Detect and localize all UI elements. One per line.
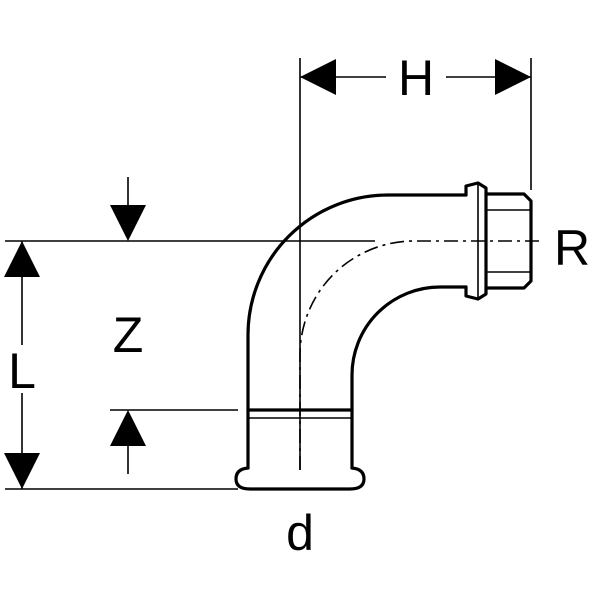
label-L: L [8, 343, 36, 399]
socket-bead [234, 466, 366, 491]
arrowhead-Z-bottom [110, 410, 146, 446]
bend-body [246, 193, 540, 470]
label-d: d [286, 505, 314, 561]
dimension-H: H [299, 50, 532, 470]
arrowhead-H-left [300, 59, 336, 95]
arrowhead-L-bottom [4, 453, 40, 489]
arrowhead-H-right [495, 59, 531, 95]
arrowhead-Z-top [110, 205, 146, 241]
thread-body [484, 192, 533, 290]
hex-collar [464, 181, 488, 301]
bend-centerline [299, 240, 540, 470]
arrowhead-L-top [4, 241, 40, 277]
label-H: H [398, 50, 434, 106]
bend-outer-wall [246, 193, 468, 412]
label-Z: Z [113, 307, 144, 363]
label-R: R [554, 220, 590, 276]
dimension-Z-L: Z L [4, 177, 375, 490]
socket-sleeve [246, 408, 354, 470]
threaded-end [464, 181, 533, 301]
bend-inner-wall [350, 285, 468, 412]
